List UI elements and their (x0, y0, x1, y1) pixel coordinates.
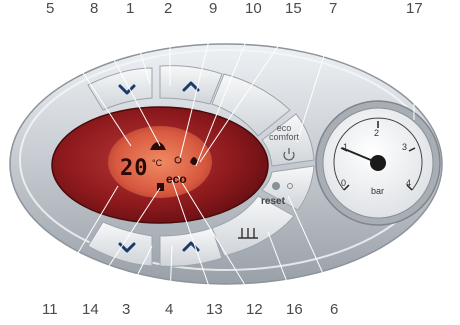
callout-2: 2 (164, 0, 173, 17)
reset-label: reset (261, 196, 285, 207)
gauge-tick-3: 3 (402, 142, 408, 152)
eco-indicator: eco (166, 172, 187, 186)
tap-icon (150, 142, 166, 150)
leader-lines (50, 23, 415, 299)
increase-top-button[interactable] (160, 66, 216, 102)
callout-4: 4 (165, 301, 174, 318)
buttons-right (211, 73, 315, 257)
callout-15: 15 (285, 0, 302, 17)
chevron-up-icon (182, 81, 200, 92)
callout-3: 3 (122, 301, 131, 318)
gauge-tick-1: 1 (343, 142, 349, 152)
sun-small-icon (174, 156, 182, 164)
gauge-tick-2: 2 (374, 128, 380, 138)
sun-icon (287, 183, 293, 189)
callout-14: 14 (82, 301, 99, 318)
flame-icon (190, 157, 198, 165)
callout-12: 12 (246, 301, 263, 318)
decrease-bottom-button[interactable] (95, 228, 150, 264)
eco-comfort-label-line1: eco (276, 123, 292, 133)
chevron-down-icon (118, 84, 136, 95)
callout-8: 8 (90, 0, 99, 17)
callout-1: 1 (126, 0, 135, 17)
callout-10: 10 (245, 0, 262, 17)
callout-numbers-bottom: 11 14 3 4 13 12 16 6 (0, 301, 460, 321)
lcd-screen (108, 126, 212, 198)
increase-bottom-button[interactable] (160, 232, 216, 266)
callout-16: 16 (286, 301, 303, 318)
callout-11: 11 (42, 301, 58, 318)
power-icon (283, 151, 295, 161)
callout-6: 6 (330, 301, 339, 318)
callout-13: 13 (206, 301, 223, 318)
buttons-top (87, 65, 223, 111)
callout-5: 5 (46, 0, 55, 17)
callout-7: 7 (329, 0, 338, 17)
pressure-gauge (315, 100, 441, 226)
callout-numbers-top: 5 8 1 2 9 10 15 7 17 (0, 0, 460, 20)
decrease-top-button[interactable] (95, 70, 150, 106)
radiator-icon (238, 228, 258, 239)
temperature-unit: °C (152, 158, 163, 168)
buttons-bottom (87, 221, 223, 267)
eco-comfort-label-line2: comfort (268, 132, 299, 142)
gauge-tick-0: 0 (341, 178, 347, 188)
heating-button[interactable] (215, 206, 285, 252)
eco-comfort-button[interactable]: eco comfort (262, 116, 312, 166)
gauge-tick-4: 4 (406, 178, 412, 188)
callout-9: 9 (209, 0, 218, 17)
gear-icon (272, 182, 280, 190)
gauge-unit: bar (371, 186, 385, 196)
trash-icon (157, 183, 164, 191)
callout-17: 17 (406, 0, 423, 17)
temperature-readout: 20 (120, 156, 149, 181)
